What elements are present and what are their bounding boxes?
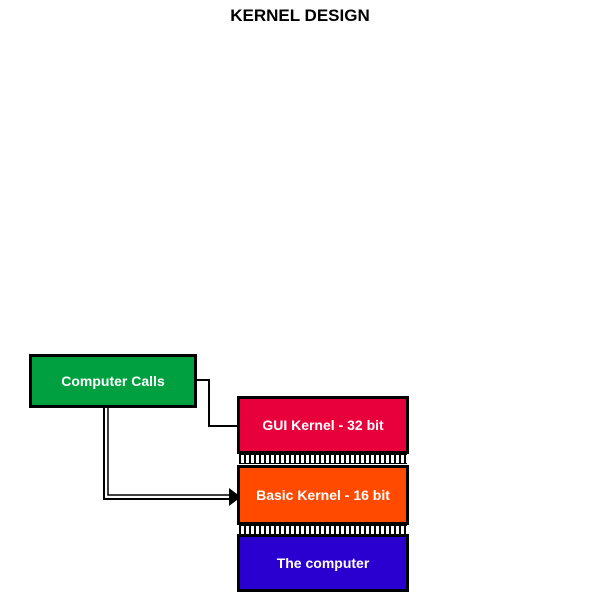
basic-kernel-box: Basic Kernel - 16 bit [237,465,409,525]
ladder-connector-top [239,454,407,464]
basic-kernel-label: Basic Kernel - 16 bit [256,487,390,503]
arrowhead [229,488,241,506]
connector-calls-to-gui [197,379,237,427]
connector-calls-to-basic-outer [103,408,231,500]
computer-label: The computer [276,555,370,571]
computer-calls-box: Computer Calls [29,354,197,408]
computer-calls-label: Computer Calls [61,373,165,389]
gui-kernel-box: GUI Kernel - 32 bit [237,396,409,454]
diagram-title: KERNEL DESIGN [230,6,370,25]
computer-box: The computer [237,534,409,592]
gui-kernel-label: GUI Kernel - 32 bit [262,417,384,433]
connector-calls-to-basic-inner [107,408,231,496]
